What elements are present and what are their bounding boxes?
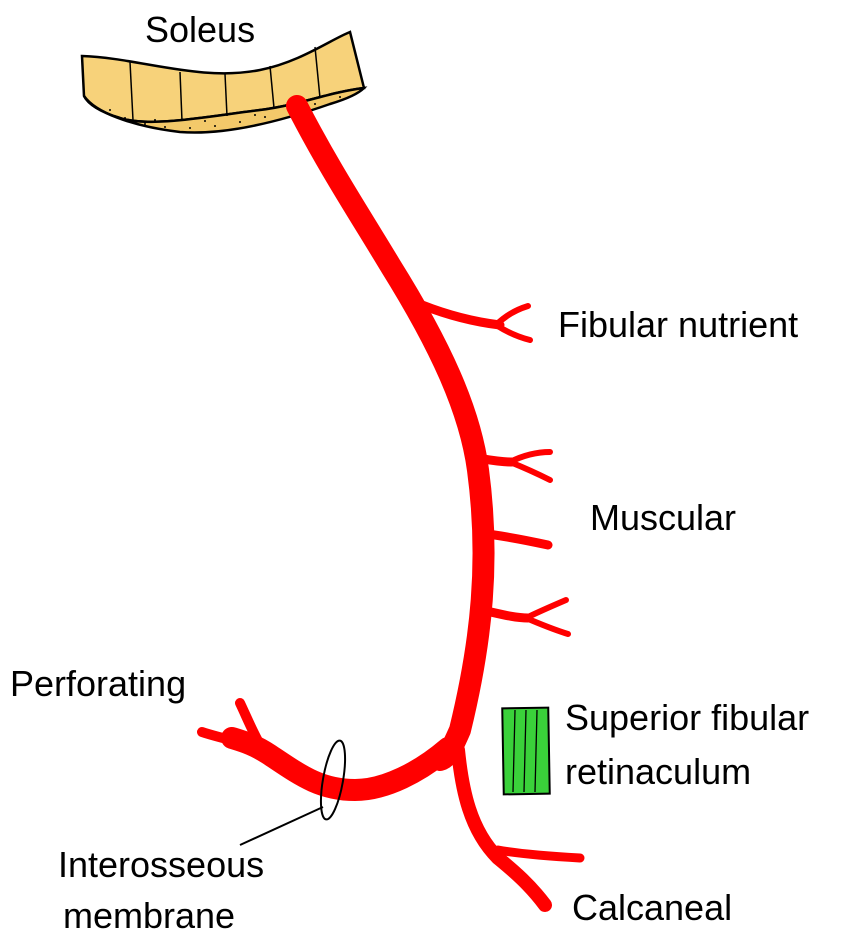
interosseous-leader-line bbox=[240, 807, 323, 845]
label-superior-fibular-line1: Superior fibular bbox=[565, 697, 809, 738]
perforating-branch bbox=[202, 703, 448, 790]
label-perforating: Perforating bbox=[10, 663, 186, 704]
fibular-artery-trunk bbox=[297, 106, 484, 760]
label-interosseous-line2: membrane bbox=[63, 895, 235, 936]
label-calcaneal: Calcaneal bbox=[572, 887, 732, 928]
label-muscular: Muscular bbox=[590, 497, 736, 538]
label-fibular-nutrient: Fibular nutrient bbox=[558, 304, 798, 345]
label-superior-fibular-line2: retinaculum bbox=[565, 751, 751, 792]
superior-fibular-retinaculum bbox=[502, 708, 549, 795]
label-interosseous-line1: Interosseous bbox=[58, 844, 264, 885]
label-soleus: Soleus bbox=[145, 9, 255, 50]
